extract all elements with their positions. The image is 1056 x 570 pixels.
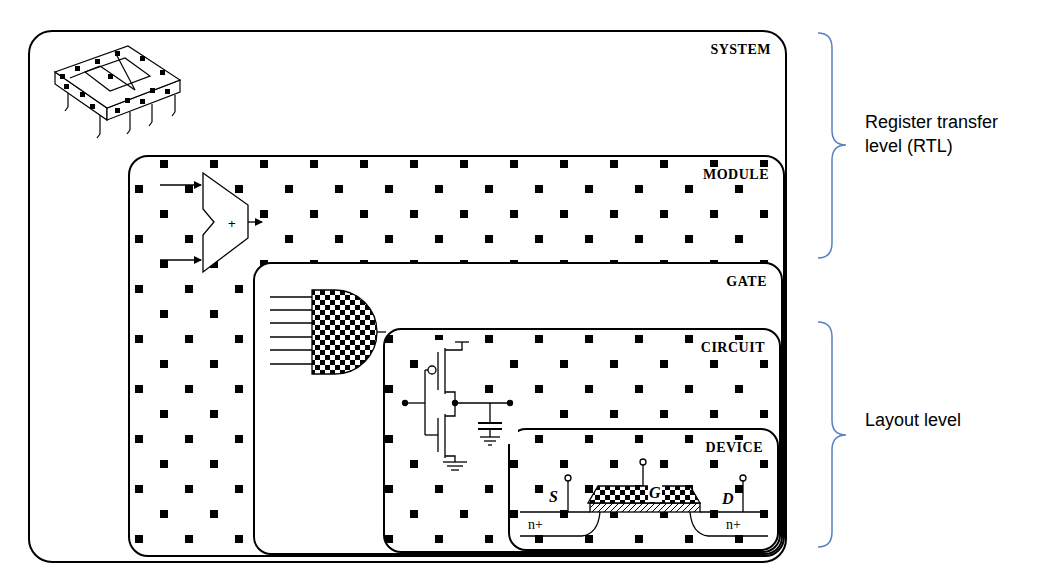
label-holder: n+ — [725, 515, 742, 533]
level-title: SYSTEM — [708, 42, 773, 59]
circuit-level-box: CIRCUIT DEVICE — [383, 328, 781, 553]
level-title: GATE — [724, 274, 769, 291]
label-holder: n+ — [527, 515, 544, 533]
level-title: CIRCUIT — [699, 340, 767, 357]
system-level-box: SYSTEM MODULE GATE CIRCUIT DEVICE — [28, 30, 787, 563]
adder-sign: + — [228, 217, 236, 230]
terminal-name: D — [721, 490, 735, 508]
level-title: MODULE — [701, 167, 771, 184]
terminal-name: S — [548, 488, 559, 506]
module-level-box: MODULE GATE CIRCUIT DEVICE — [128, 155, 785, 557]
label-holder: Layout level — [865, 408, 1035, 432]
label-holder: D — [721, 490, 735, 508]
label-holder: + — [228, 214, 236, 232]
label-holder: Register transfer level (RTL) — [865, 110, 1035, 159]
gate-level-box: GATE CIRCUIT DEVICE — [253, 262, 783, 555]
doping-label: n+ — [527, 517, 544, 532]
level-group-label: Register transfer level (RTL) — [865, 110, 1035, 159]
level-group-label: Layout level — [865, 408, 1035, 432]
label-holder: S — [548, 488, 559, 506]
layout-brace — [818, 322, 846, 547]
label-holder: G — [648, 484, 662, 502]
rtl-brace — [818, 33, 846, 258]
terminal-name: G — [648, 484, 662, 502]
level-title: DEVICE — [704, 440, 765, 457]
doping-label: n+ — [725, 517, 742, 532]
